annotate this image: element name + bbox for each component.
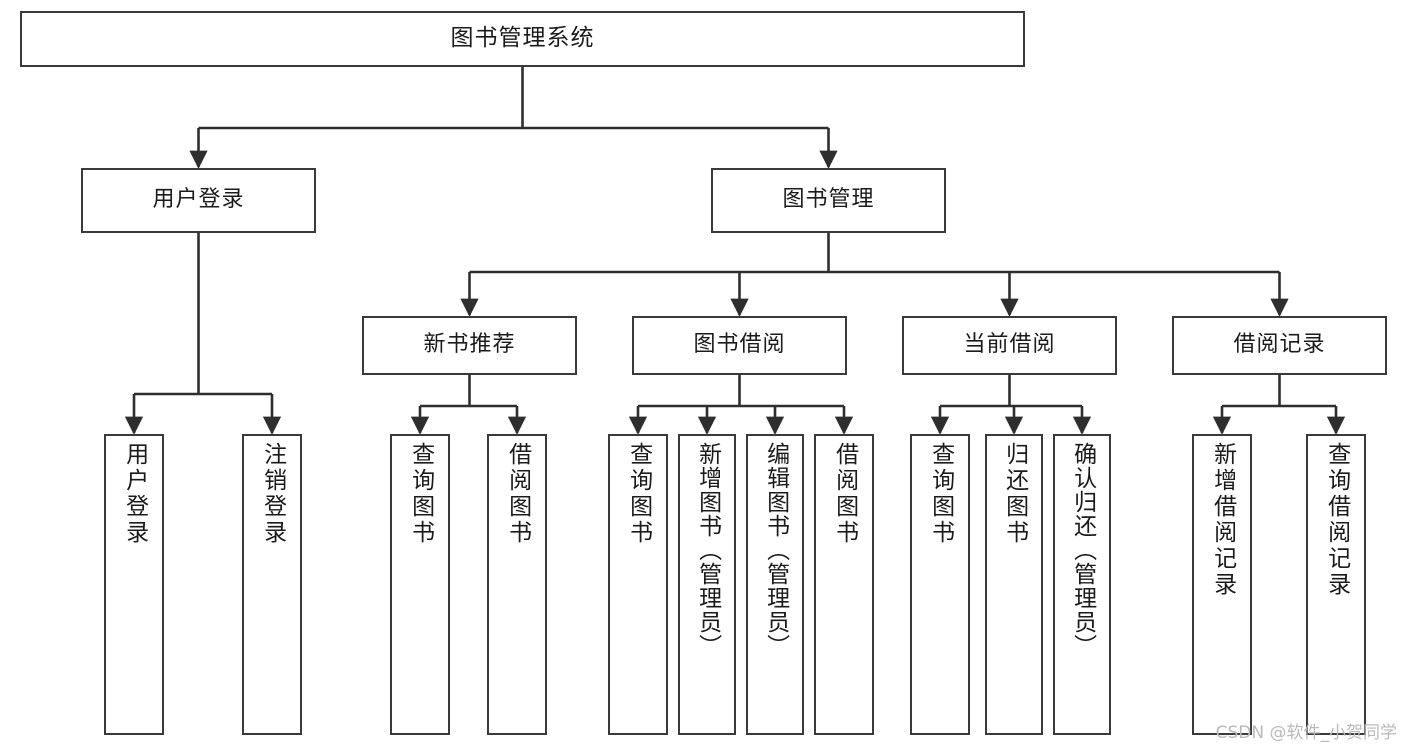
node-book-manage[interactable]: 图书管理: [711, 168, 946, 233]
node-user-login[interactable]: 用户登录: [81, 168, 316, 233]
node-leaf-borrow-book-1[interactable]: 借阅图书: [487, 434, 547, 735]
node-label: 查询图书: [625, 442, 652, 546]
node-leaf-return-book[interactable]: 归还图书: [985, 434, 1043, 735]
node-label: 查询借阅记录: [1323, 442, 1350, 598]
node-leaf-query-book-1[interactable]: 查询图书: [390, 434, 450, 735]
node-label: 借阅记录: [1233, 332, 1326, 358]
node-new-book-recommend[interactable]: 新书推荐: [362, 316, 577, 375]
node-label: 归还图书: [1001, 442, 1028, 546]
node-label: 查询图书: [927, 442, 954, 546]
node-borrow-record[interactable]: 借阅记录: [1172, 316, 1387, 375]
node-leaf-borrow-book-2[interactable]: 借阅图书: [814, 434, 874, 735]
node-leaf-confirm-return[interactable]: 确认归还（管理员）: [1053, 434, 1111, 735]
node-leaf-add-record[interactable]: 新增借阅记录: [1192, 434, 1252, 735]
node-label: 编辑图书（管理员）: [762, 442, 789, 658]
node-leaf-query-book-2[interactable]: 查询图书: [608, 434, 668, 735]
node-label: 注销登录: [259, 442, 286, 546]
node-label: 图书借阅: [693, 332, 786, 358]
node-leaf-query-book-3[interactable]: 查询图书: [910, 434, 970, 735]
node-leaf-logout[interactable]: 注销登录: [242, 434, 302, 735]
node-label: 新增借阅记录: [1209, 442, 1236, 598]
watermark-text: CSDN @软件_小贺同学: [1215, 723, 1397, 743]
node-book-borrow[interactable]: 图书借阅: [632, 316, 847, 375]
node-leaf-user-login[interactable]: 用户登录: [104, 434, 164, 735]
node-label: 当前借阅: [963, 332, 1056, 358]
node-label: 图书管理系统: [450, 25, 595, 52]
node-label: 借阅图书: [831, 442, 858, 546]
node-label: 新书推荐: [423, 332, 516, 358]
node-label: 图书管理: [782, 187, 875, 213]
node-label: 查询图书: [407, 442, 434, 546]
node-current-borrow[interactable]: 当前借阅: [902, 316, 1117, 375]
node-leaf-edit-book[interactable]: 编辑图书（管理员）: [746, 434, 804, 735]
node-label: 借阅图书: [504, 442, 531, 546]
node-root-system[interactable]: 图书管理系统: [20, 11, 1025, 67]
edges-group: [124, 67, 1346, 435]
node-label: 用户登录: [121, 442, 148, 546]
node-label: 用户登录: [152, 187, 245, 213]
node-leaf-query-record[interactable]: 查询借阅记录: [1306, 434, 1366, 735]
node-label: 新增图书（管理员）: [694, 442, 721, 658]
node-leaf-add-book[interactable]: 新增图书（管理员）: [678, 434, 736, 735]
node-label: 确认归还（管理员）: [1069, 442, 1096, 658]
